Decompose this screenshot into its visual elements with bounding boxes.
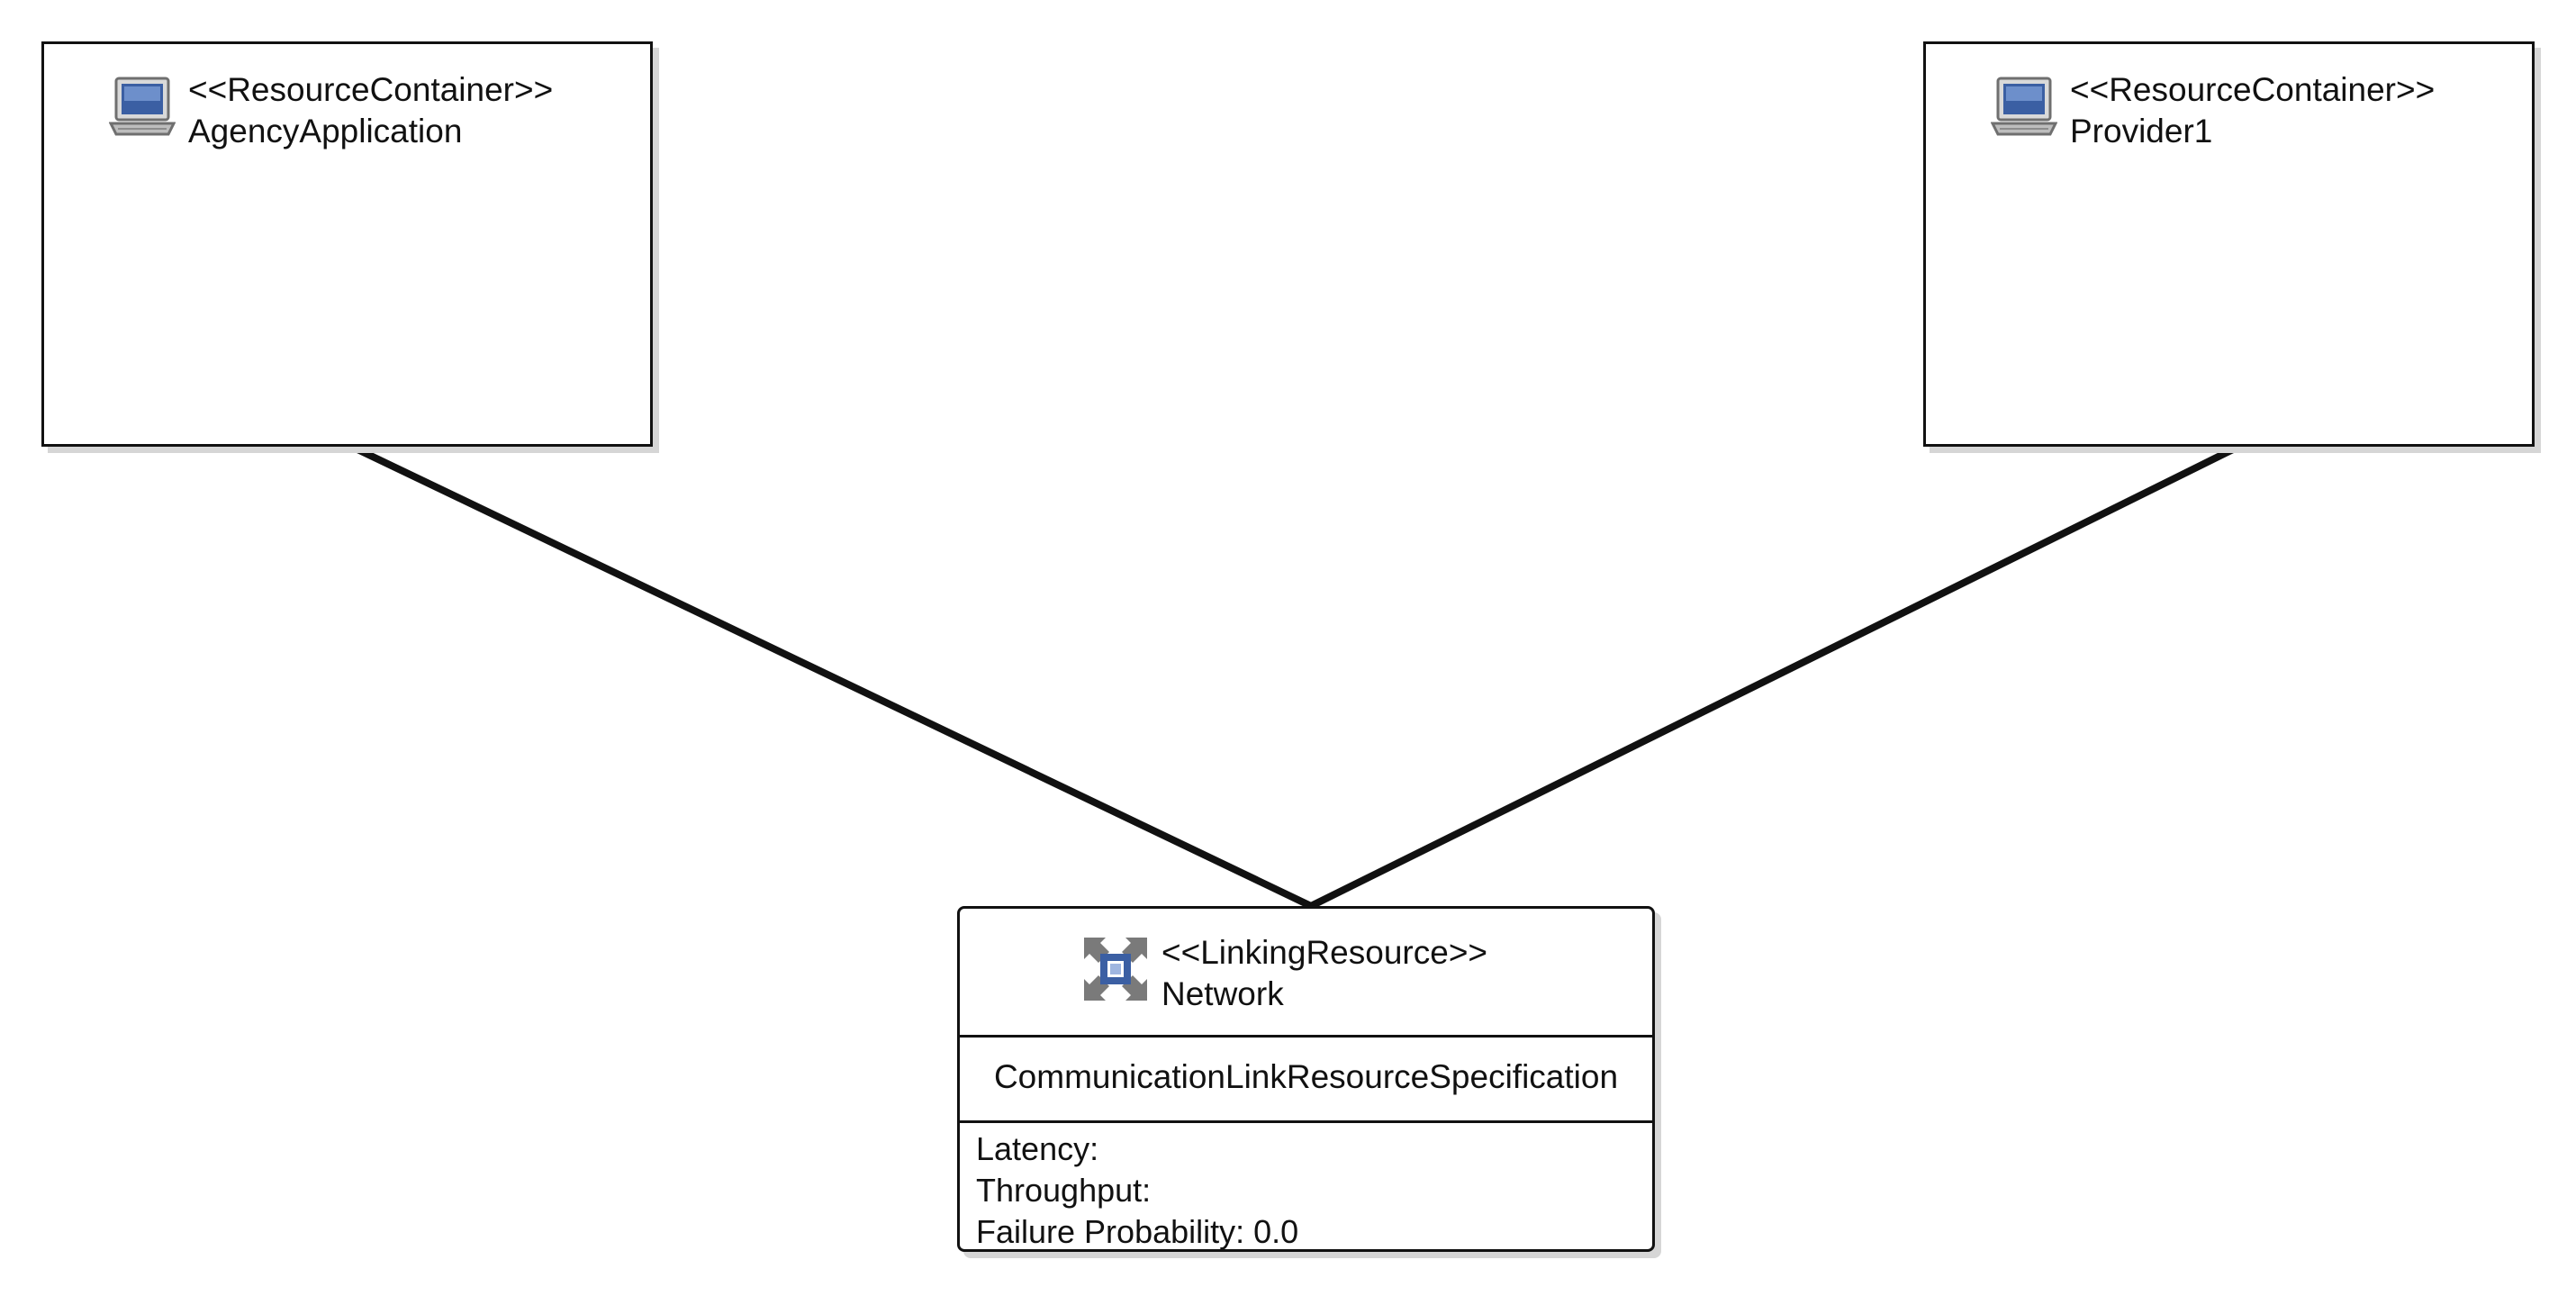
connector-agency-network[interactable] [354, 445, 1313, 910]
connector-provider-network[interactable] [1309, 445, 2237, 910]
node-label: <<LinkingResource>> Network [1161, 932, 1487, 1015]
stereotype-label: <<ResourceContainer>> [2070, 71, 2436, 108]
node-name: AgencyApplication [188, 113, 463, 150]
computer-icon [1991, 77, 2057, 136]
resource-container-agency-application[interactable]: <<ResourceContainer>> AgencyApplication [41, 41, 653, 447]
attribute-list: Latency: Throughput: Failure Probability… [976, 1128, 1298, 1253]
computer-icon [109, 77, 176, 136]
compartment-divider [960, 1035, 1652, 1038]
node-header: <<ResourceContainer>> Provider1 [1991, 69, 2435, 152]
attribute-failure-probability: Failure Probability: 0.0 [976, 1213, 1299, 1250]
node-label: <<ResourceContainer>> Provider1 [2070, 69, 2435, 152]
attribute-latency: Latency: [976, 1130, 1099, 1167]
stereotype-label: <<LinkingResource>> [1161, 934, 1488, 971]
node-header: <<LinkingResource>> Network [1082, 932, 1487, 1015]
resource-container-provider1[interactable]: <<ResourceContainer>> Provider1 [1923, 41, 2535, 447]
node-header: <<ResourceContainer>> AgencyApplication [109, 69, 553, 152]
attribute-throughput: Throughput: [976, 1172, 1152, 1209]
node-label: <<ResourceContainer>> AgencyApplication [188, 69, 553, 152]
stereotype-label: <<ResourceContainer>> [188, 71, 554, 108]
node-name: Network [1161, 975, 1284, 1012]
linking-resource-icon [1084, 938, 1147, 1001]
node-name: Provider1 [2070, 113, 2213, 150]
linking-resource-network[interactable]: <<LinkingResource>> Network Communicatio… [957, 906, 1655, 1252]
compartment-divider [960, 1120, 1652, 1123]
specification-label: CommunicationLinkResourceSpecification [993, 1058, 1619, 1095]
